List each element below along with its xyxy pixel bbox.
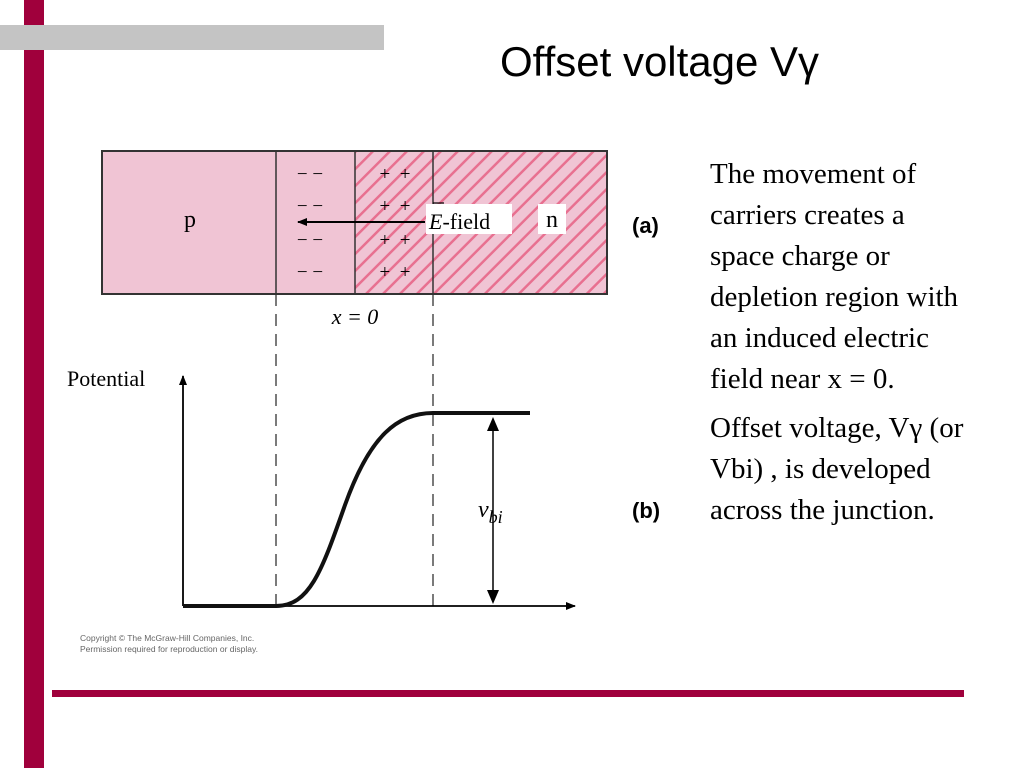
negative-charge-row: − − bbox=[297, 230, 323, 251]
paragraph-depletion: The movement of carriers creates a space… bbox=[710, 158, 959, 395]
negative-charge-row: − − bbox=[297, 262, 323, 283]
y-axis-label: Potential bbox=[67, 366, 145, 391]
n-label: n bbox=[546, 207, 558, 233]
slide-title: Offset voltage Vγ bbox=[500, 38, 820, 85]
positive-charge-row: + + bbox=[380, 196, 411, 217]
x0-label: x = 0 bbox=[331, 304, 379, 329]
panel-b-label: (b) bbox=[632, 498, 660, 523]
left-accent-bar bbox=[24, 0, 44, 768]
negative-charge-row: − − bbox=[297, 196, 323, 217]
positive-charge-row: + + bbox=[380, 164, 411, 185]
efield-suffix: -field bbox=[442, 209, 490, 234]
efield-label: E-field bbox=[428, 209, 490, 234]
top-gray-bar bbox=[0, 25, 384, 50]
p-label: p bbox=[184, 207, 196, 233]
n-label-bg bbox=[538, 204, 566, 234]
negative-charge-row: − − bbox=[297, 164, 323, 185]
positive-charge-row: + + bbox=[380, 262, 411, 283]
panel-a-label: (a) bbox=[632, 213, 659, 238]
pn-junction-diagram: p − − − − − − − − + + + + + + + + E-fiel… bbox=[67, 150, 660, 610]
efield-label-bg bbox=[426, 204, 512, 234]
bottom-accent-line bbox=[52, 690, 964, 697]
p-region bbox=[102, 151, 276, 294]
vbi-arrow-bottom bbox=[487, 590, 499, 604]
copyright-notice: Copyright © The McGraw-Hill Companies, I… bbox=[80, 633, 258, 655]
vbi-main: v bbox=[478, 497, 489, 523]
potential-curve bbox=[183, 411, 530, 608]
vbi-arrow-top bbox=[487, 417, 499, 431]
efield-symbol: E bbox=[428, 209, 443, 234]
paragraph-offset-voltage: Offset voltage, Vγ (or Vbi) , is develop… bbox=[710, 412, 964, 526]
vbi-sub: bi bbox=[489, 507, 503, 527]
explanation-text: The movement of carriers creates a space… bbox=[710, 154, 970, 539]
vbi-label: vbi bbox=[478, 497, 503, 527]
positive-charge-row: + + bbox=[380, 230, 411, 251]
copyright-line: Copyright © The McGraw-Hill Companies, I… bbox=[80, 633, 255, 643]
permission-line: Permission required for reproduction or … bbox=[80, 644, 258, 654]
